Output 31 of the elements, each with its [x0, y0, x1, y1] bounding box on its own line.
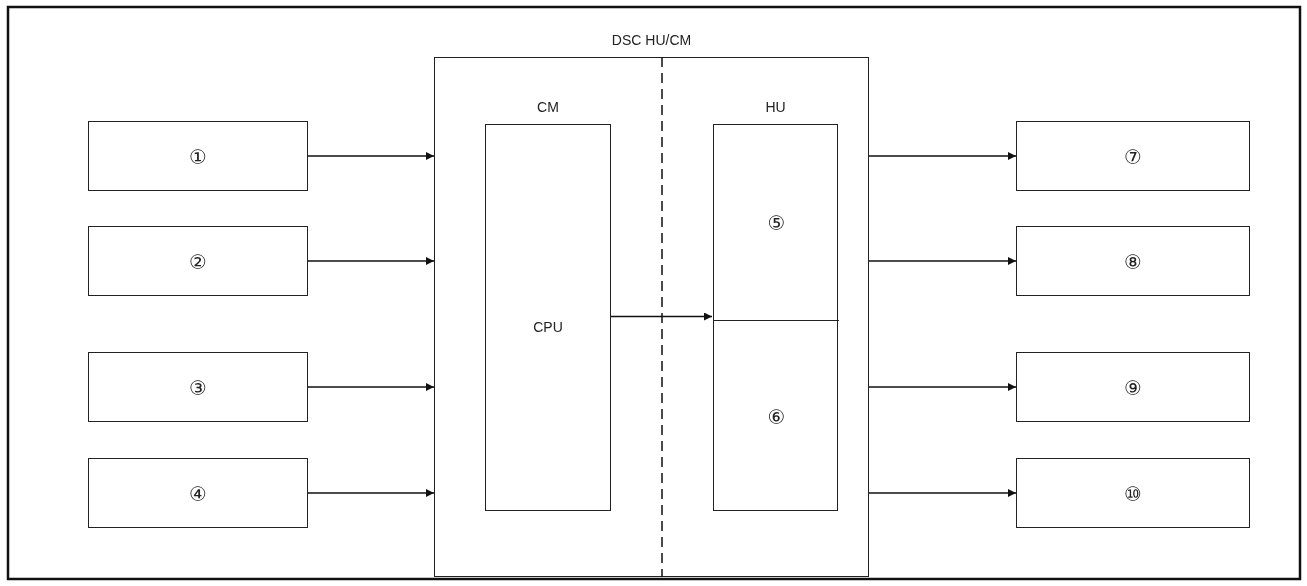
arrow [307, 257, 435, 265]
block-heading: DSC HU/CM [611, 33, 692, 47]
block-label: CPU [533, 320, 563, 334]
callout-number: ⑤ [767, 213, 786, 233]
arrow [307, 152, 435, 160]
arrow [307, 489, 435, 497]
block-heading: HU [765, 100, 786, 114]
callout-number: ⑩ [1124, 484, 1142, 504]
block-box [88, 458, 308, 528]
arrow [609, 312, 713, 321]
callout-number: ④ [189, 484, 207, 504]
arrow [868, 489, 1017, 497]
block-box [1016, 352, 1250, 422]
arrow [307, 383, 435, 391]
callout-number: ⑧ [1124, 252, 1142, 272]
arrow [868, 383, 1017, 391]
callout-number: ③ [189, 378, 207, 398]
callout-number: ⑨ [1124, 378, 1142, 398]
block-box [1016, 121, 1250, 191]
block-heading: CM [537, 100, 559, 114]
callout-number: ⑥ [767, 406, 786, 427]
block-box [88, 226, 308, 296]
callout-number: ⑦ [1124, 147, 1142, 167]
block-box [1016, 226, 1250, 296]
block-box [88, 121, 308, 191]
block-box [88, 352, 308, 422]
callout-number: ② [189, 252, 207, 272]
arrow [868, 152, 1017, 160]
callout-number: ① [189, 147, 207, 167]
arrow [868, 257, 1017, 265]
block-box [1016, 458, 1250, 528]
